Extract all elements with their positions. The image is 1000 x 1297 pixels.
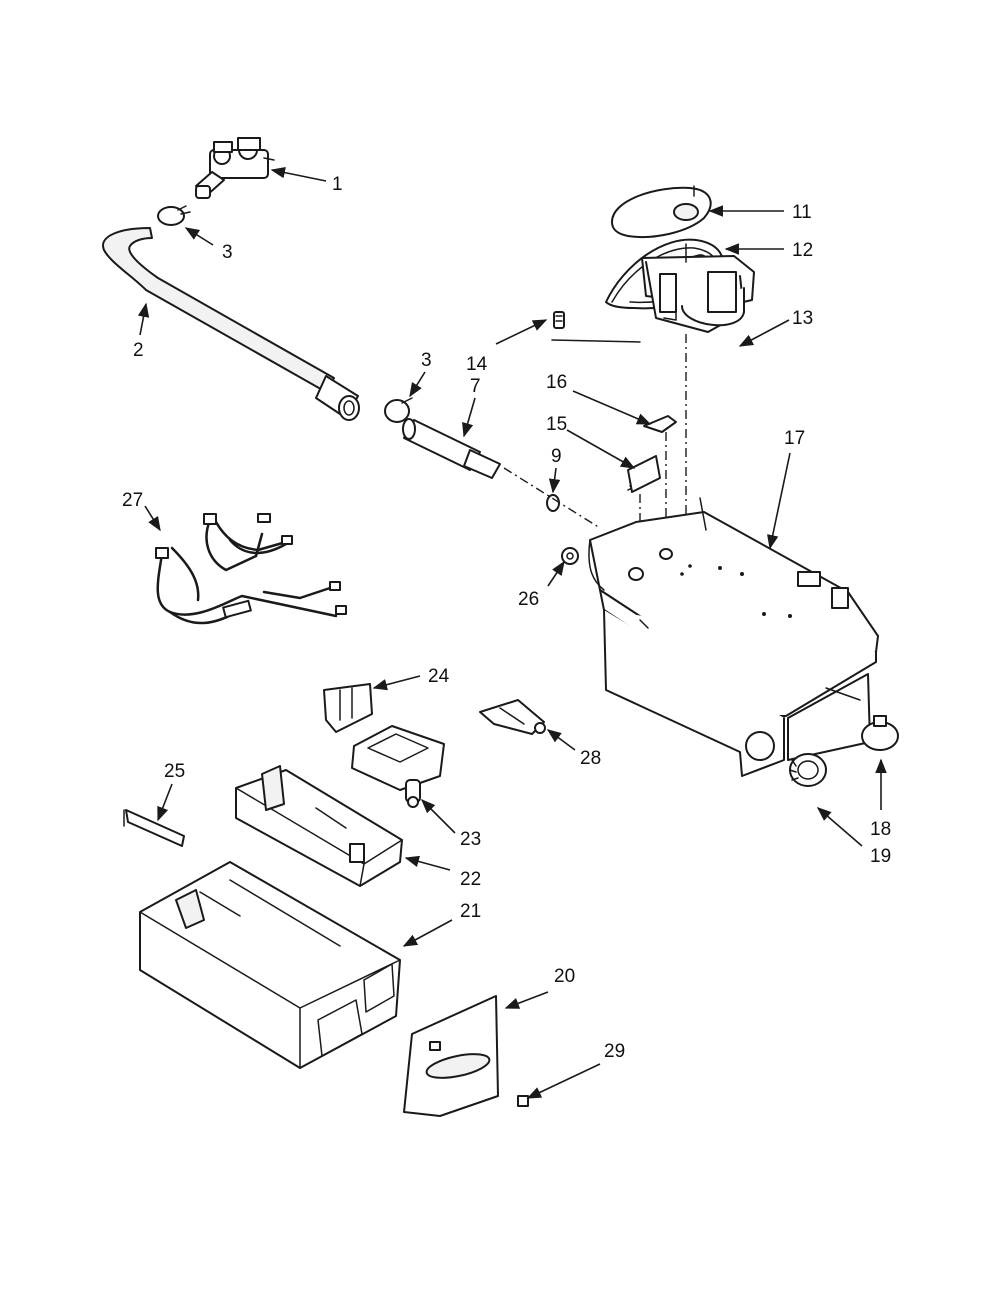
part-21-drawer (139, 861, 401, 1069)
callout-20: 20 (554, 966, 575, 987)
callout-21: 21 (460, 901, 481, 922)
callout-2: 2 (133, 340, 144, 361)
callout-11: 11 (792, 202, 812, 223)
part-27-wire-harness (155, 513, 347, 625)
callout-13: 13 (792, 308, 813, 329)
callout-23: 23 (460, 829, 481, 850)
part-11-seal (611, 185, 712, 239)
callout-14: 14 (466, 354, 488, 375)
part-23-siphon-cup (351, 725, 445, 808)
part-14-screw (553, 311, 565, 329)
callout-3-lower: 3 (421, 350, 432, 371)
callout-28: 28 (580, 748, 601, 769)
callout-25: 25 (164, 761, 185, 782)
callout-24: 24 (428, 666, 450, 687)
callout-26: 26 (518, 589, 539, 610)
housing-gear (745, 731, 775, 761)
callout-18: 18 (870, 819, 891, 840)
callout-16: 16 (546, 372, 567, 393)
part-18-cap (861, 715, 899, 751)
part-17-dispenser-housing (588, 497, 879, 777)
callout-22: 22 (460, 869, 481, 890)
part-22-tray-insert (235, 765, 403, 887)
part-15-spring (627, 455, 661, 493)
callout-1: 1 (332, 174, 343, 195)
part-3-clamp-upper (157, 206, 185, 226)
callout-3-upper: 3 (222, 242, 233, 263)
callout-27: 27 (122, 490, 143, 511)
part-26-grommet (561, 547, 579, 565)
part-16-lever (643, 415, 677, 433)
callout-17: 17 (784, 428, 805, 449)
callout-7: 7 (470, 376, 481, 397)
callout-numbers: 1 3 2 3 7 14 11 12 13 16 15 9 17 27 26 2… (122, 174, 891, 1062)
part-7-inlet-tube (402, 418, 501, 479)
part-19-knob (789, 753, 827, 787)
part-20-drawer-front (403, 995, 499, 1117)
callout-15: 15 (546, 414, 567, 435)
part-1-water-valve (195, 137, 275, 199)
part-28-bracket (479, 699, 546, 735)
leader-lines (137, 166, 887, 1099)
callout-29: 29 (604, 1041, 625, 1062)
part-9-o-ring (546, 494, 560, 512)
part-2-fill-hose (102, 227, 360, 421)
part-3-clamp-lower (384, 399, 410, 423)
part-29-label (517, 1095, 529, 1107)
callout-12: 12 (792, 240, 813, 261)
part-25-clip (123, 809, 185, 847)
callout-19: 19 (870, 846, 891, 867)
callout-9: 9 (551, 446, 562, 467)
part-24-bracket (323, 683, 373, 733)
part-13-bracket-assembly (551, 243, 755, 343)
